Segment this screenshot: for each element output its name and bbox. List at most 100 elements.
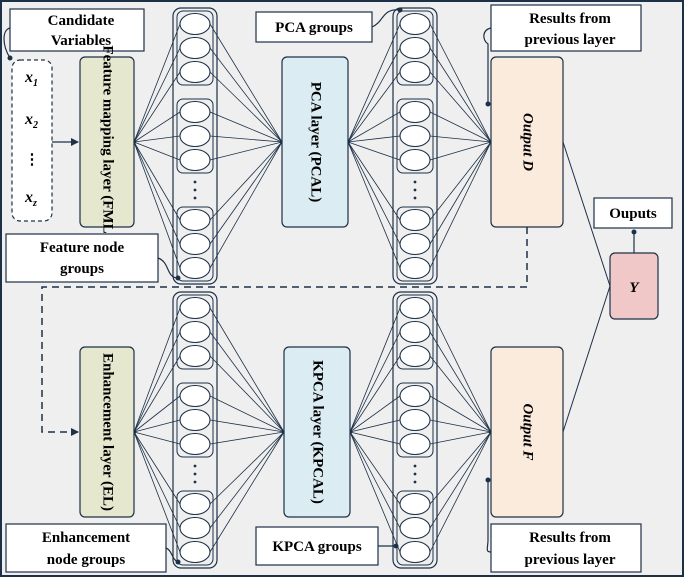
pca-node-to-output-edge [429,141,492,161]
results-previous-bottom-connector [486,480,492,553]
pca-layer-to-node-edge [347,135,401,143]
node-to-kpca-layer-edge [209,431,285,445]
node-circle [179,256,211,280]
stack-ellipsis-dot [413,472,417,476]
node-circle [399,516,431,540]
node-to-kpca-layer-edge [209,355,285,433]
node-stacks [172,7,438,569]
kpca-node-to-output-edge [429,431,492,445]
stack-ellipsis-dot [193,464,197,468]
node-to-pca-layer-edge [209,135,283,143]
node-to-kpca-layer-edge [209,419,285,433]
el-to-node-edge [133,431,181,505]
pca-node-to-output-edge [429,111,492,143]
kpca-node-to-output-edge [429,355,492,433]
node-circle [399,432,431,456]
feature-node-groups-line1: Feature node [40,240,125,256]
el-to-node-edge [133,431,181,445]
pca-node-to-output-edge [429,135,492,143]
node-circle [399,296,431,320]
node-circle [399,320,431,344]
candidate-variables-connector [3,27,11,59]
node-to-kpca-layer-edge [209,431,285,553]
output-d-label: Output D [520,113,536,171]
kpca-layer-to-node-edge [349,331,401,433]
node-circle [179,148,211,172]
fml-to-node-edge [133,135,181,143]
node-circle [179,296,211,320]
results-previous-top-label-box [490,4,642,52]
fml-to-node-edge [133,71,181,143]
node-circle [179,12,211,36]
candidate-variables-line2: Variables [51,33,111,49]
node-stack-outline [172,7,218,285]
node-group-outline [396,206,434,282]
pca-layer-to-node-edge [347,23,401,143]
pca-node-to-output-edge [429,47,492,143]
kpca-layer-to-node-edge [349,431,401,553]
fml-to-node-edge [133,141,181,161]
node-circle [179,408,211,432]
kpca-node-to-output-edge [429,331,492,433]
enhancement-layer-label: Enhancement layer (EL) [100,353,116,511]
pca-node-to-output-edge [429,141,492,221]
node-circle [399,124,431,148]
stack-ellipsis-dot [413,188,417,192]
node-group-outline [176,490,214,566]
fml-to-node-edge [133,23,181,143]
el-to-node-edge [133,419,181,433]
node-circle [399,60,431,84]
el-node-stack [172,291,218,569]
kpca-layer-label: KPCA layer (KPCAL) [310,360,326,504]
node-circle [179,124,211,148]
fml-to-node-edge [133,141,181,269]
outputs-label-box [593,197,673,229]
pca-node-stack [392,7,438,285]
stack-ellipsis-dot [413,180,417,184]
input-variable-ellipsis: ⋮ [25,152,40,168]
pca-node-to-output-edge [429,141,492,269]
node-group-outline [396,490,434,566]
el-to-node-edge [133,331,181,433]
fml-to-node-edge [133,111,181,143]
kpca-layer-box [283,346,351,518]
pca-layer-box [281,56,349,228]
el-to-node-edge [133,307,181,433]
fml-to-node-edge [133,141,181,245]
node-circle [179,100,211,124]
node-to-pca-layer-edge [209,141,283,245]
enhancement-node-groups-line2: node groups [47,552,126,568]
el-to-node-edge [133,355,181,433]
pca-layer-label: PCA layer (PCAL) [308,82,324,203]
el-to-node-edge [133,431,181,529]
pca-node-to-output-edge [429,23,492,143]
feature-to-enhancement-dashed-link [41,227,528,436]
pca-layer-to-node-edge [347,141,401,221]
node-circle [179,540,211,564]
output-d-to-y-edge [562,141,611,287]
pca-node-to-output-edge [429,71,492,143]
node-group-outline [396,98,434,174]
results-previous-top-connector [483,27,492,104]
node-group-outline [176,98,214,174]
candidate-variables-label-box [9,8,145,52]
kpca-layer-to-node-edge [349,395,401,433]
node-to-pca-layer-edge [209,141,283,161]
kpca-layer-to-node-edge [349,355,401,433]
fml-to-node-edge [133,47,181,143]
network-connections [131,23,494,553]
node-to-pca-layer-edge [209,23,283,143]
pca-layer-to-node-edge [347,141,401,269]
node-stack-outline [172,291,218,569]
node-circle [399,408,431,432]
fml-node-stack [172,7,218,285]
node-circle [399,384,431,408]
node-group-outline [176,294,214,370]
node-group-outline [396,294,434,370]
node-to-pca-layer-edge [209,71,283,143]
kpca-node-to-output-edge [429,419,492,433]
enhancement-node-groups-label-box [5,523,167,573]
node-circle [399,12,431,36]
outputs-label: Ouputs [609,206,657,222]
node-circle [179,344,211,368]
